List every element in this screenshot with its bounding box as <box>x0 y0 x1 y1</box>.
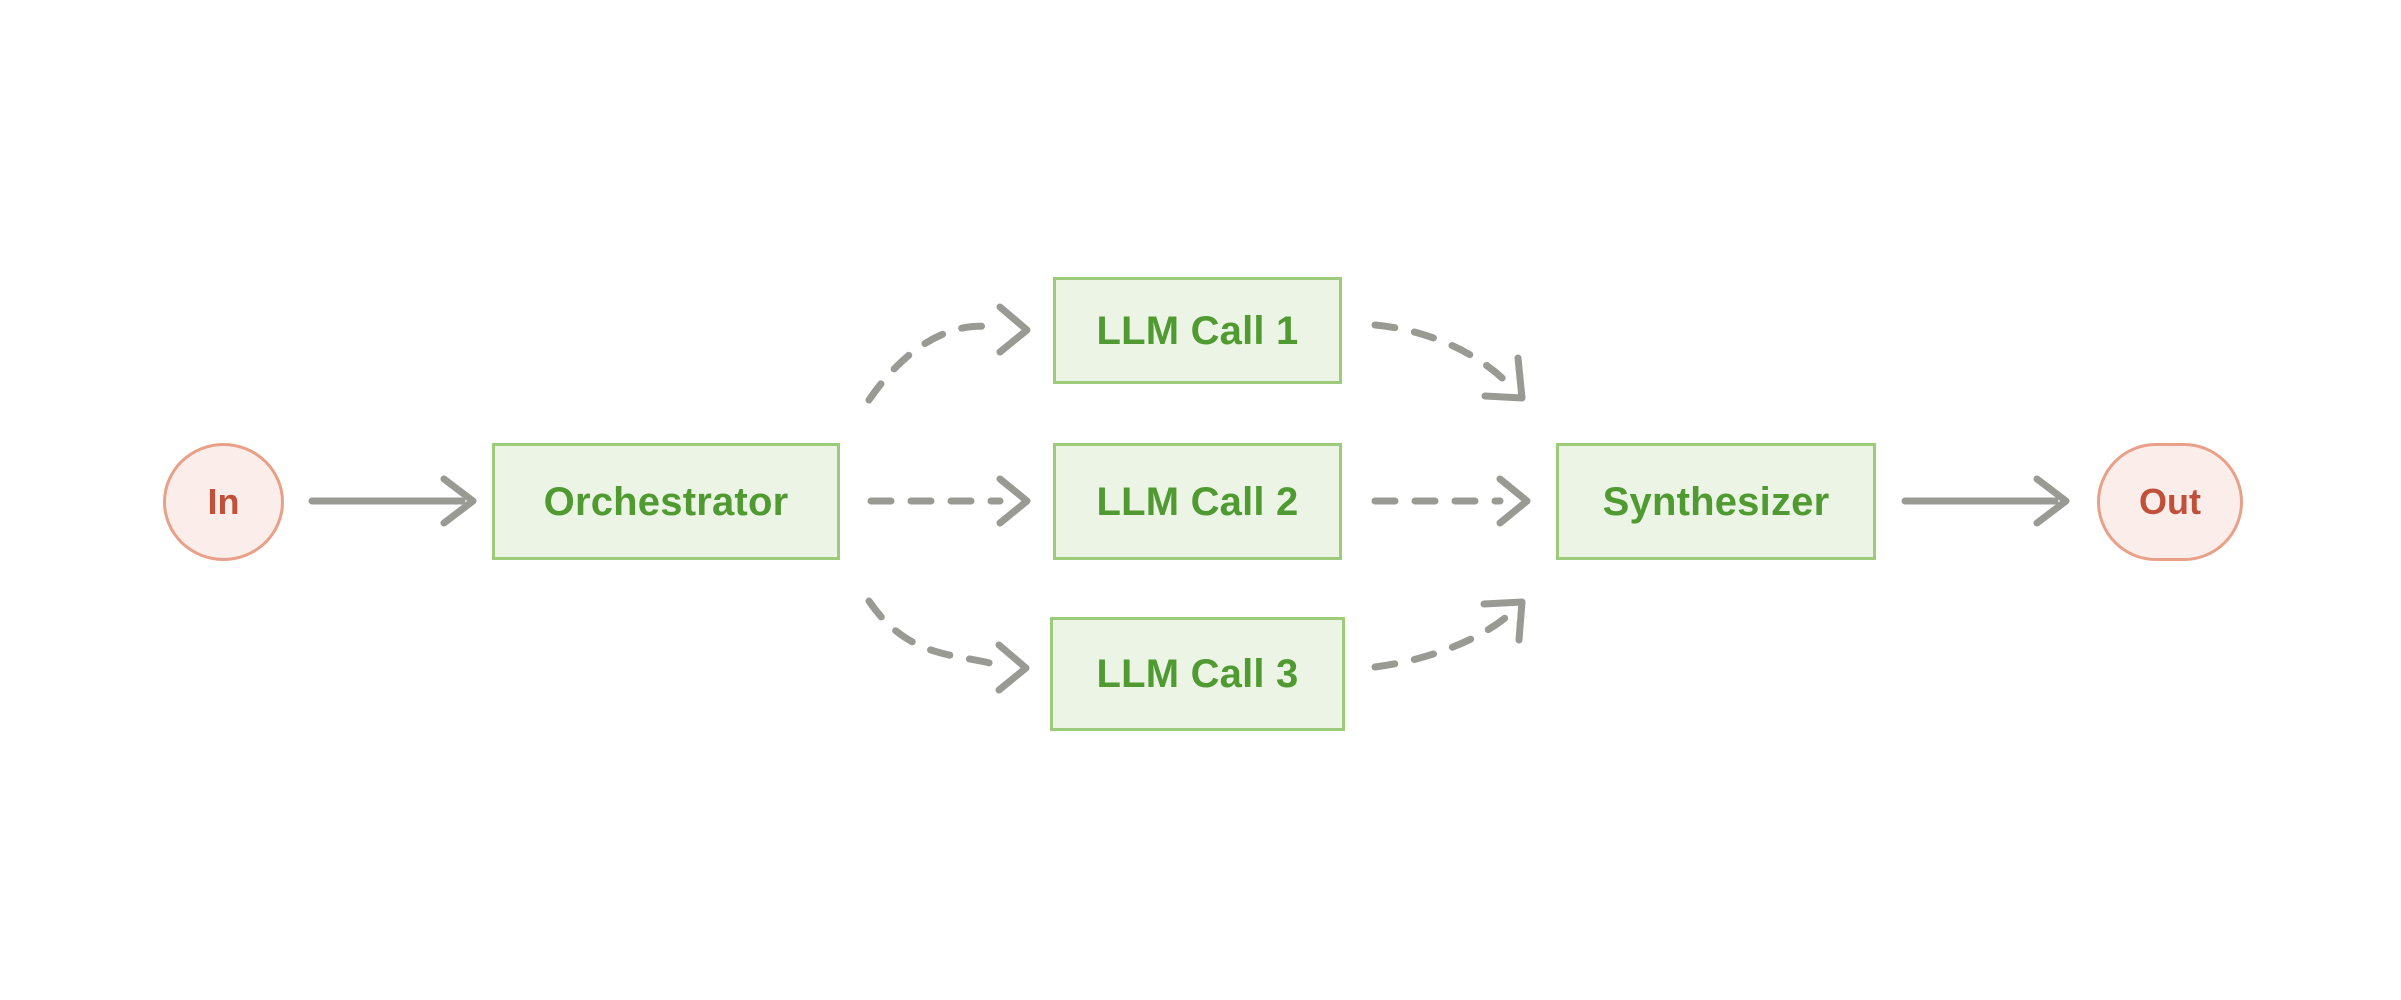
edge-synthesizer-to-out <box>1901 475 2070 527</box>
node-llm-call-1[interactable]: LLM Call 1 <box>1053 277 1342 384</box>
edge-llm-call-1-to-synthesizer <box>1371 321 1526 402</box>
node-llm-call-3-label: LLM Call 3 <box>1096 652 1299 696</box>
node-in[interactable]: In <box>163 443 284 561</box>
node-synthesizer-label: Synthesizer <box>1602 479 1830 524</box>
node-llm-call-2[interactable]: LLM Call 2 <box>1053 443 1342 560</box>
node-llm-call-3[interactable]: LLM Call 3 <box>1050 617 1345 731</box>
node-orchestrator[interactable]: Orchestrator <box>492 443 840 560</box>
edge-in-to-orchestrator <box>308 475 477 527</box>
node-out-label: Out <box>2139 481 2201 522</box>
edge-orchestrator-to-llm-call-3 <box>865 597 1030 694</box>
edge-llm-call-2-to-synthesizer <box>1371 475 1531 527</box>
edge-llm-call-3-to-synthesizer <box>1371 598 1526 671</box>
edge-orchestrator-to-llm-call-1 <box>865 303 1031 404</box>
node-in-label: In <box>207 481 240 522</box>
node-llm-call-1-label: LLM Call 1 <box>1096 308 1299 353</box>
node-llm-call-2-label: LLM Call 2 <box>1096 479 1299 524</box>
node-out[interactable]: Out <box>2097 443 2243 561</box>
node-orchestrator-label: Orchestrator <box>543 479 789 524</box>
edge-orchestrator-to-llm-call-2 <box>867 475 1031 527</box>
node-synthesizer[interactable]: Synthesizer <box>1556 443 1876 560</box>
